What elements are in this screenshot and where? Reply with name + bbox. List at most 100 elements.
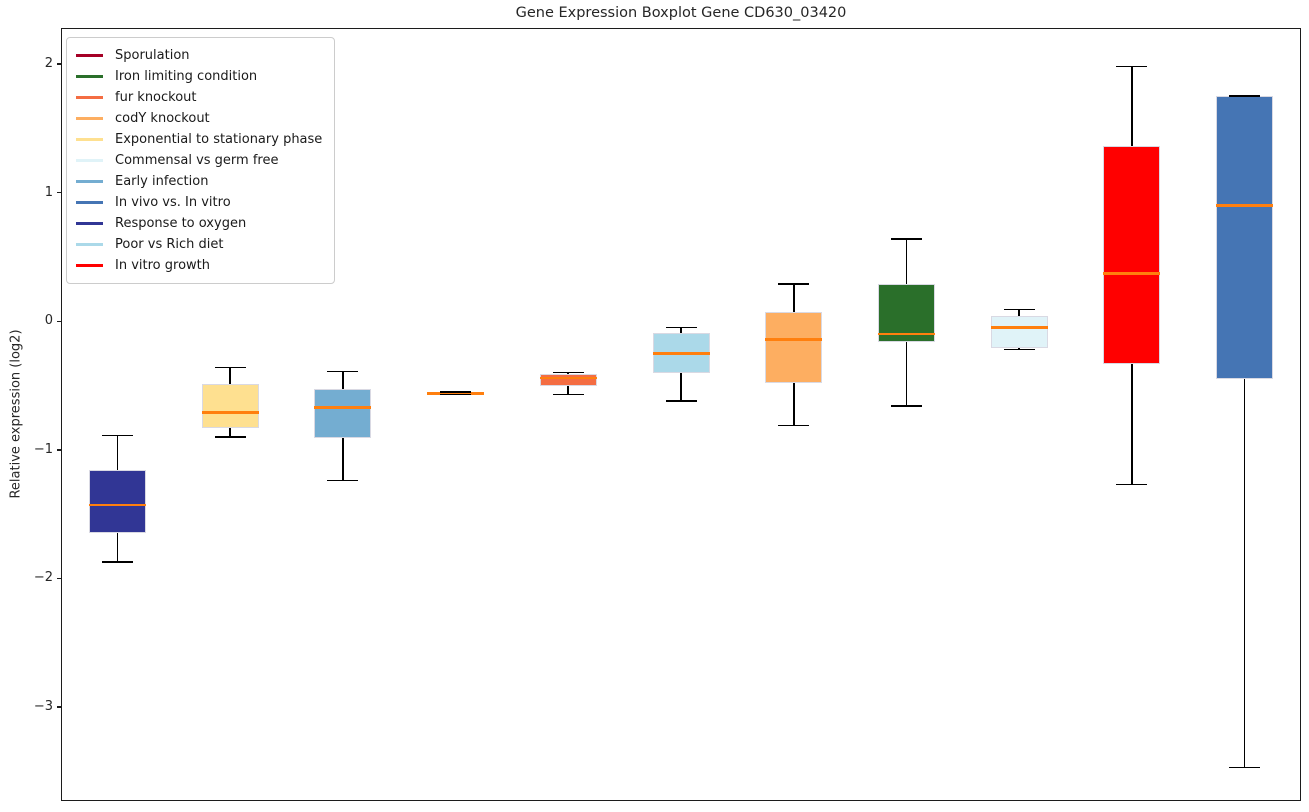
boxplot-cap-upper [440, 391, 472, 393]
legend-entry: Response to oxygen [74, 213, 322, 234]
boxplot-cap-lower [1003, 348, 1035, 351]
y-tick-label: −3 [33, 699, 53, 715]
boxplot-box [1103, 146, 1161, 364]
boxplot-whisker-upper [1018, 309, 1020, 317]
legend-swatch-line [76, 264, 103, 267]
boxplot-cap-upper [101, 434, 133, 437]
legend-entry-label: Response to oxygen [115, 216, 247, 231]
boxplot-whisker-upper [905, 238, 908, 284]
legend-swatch-line [76, 201, 103, 204]
legend-entry-label: In vivo vs. In vitro [115, 195, 231, 210]
legend-entry: codY knockout [74, 108, 322, 129]
boxplot-median [88, 503, 146, 507]
boxplot-box [201, 384, 259, 428]
y-tick-mark [57, 706, 61, 708]
legend-entry-label: fur knockout [115, 90, 197, 105]
boxplot-box [88, 470, 146, 534]
boxplot-whisker-upper [116, 435, 119, 471]
boxplot-box [1216, 96, 1274, 380]
boxplot-box [539, 373, 597, 386]
boxplot-box [990, 316, 1048, 349]
boxplot-whisker-lower [116, 533, 119, 562]
y-tick-mark [57, 577, 61, 580]
chart-title: Gene Expression Boxplot Gene CD630_03420 [515, 5, 847, 21]
legend-entry-label: Iron limiting condition [115, 69, 258, 84]
legend-entry: In vitro growth [74, 255, 322, 276]
boxplot-whisker-lower [680, 372, 682, 401]
boxplot-median [652, 352, 710, 355]
boxplot-cap-upper [552, 371, 584, 374]
legend-entry-label: In vitro growth [115, 258, 210, 273]
legend-entry-label: Poor vs Rich diet [115, 237, 224, 252]
legend-swatch-line [76, 96, 103, 99]
boxplot-cap-lower [440, 393, 472, 396]
boxplot-median [314, 406, 372, 409]
boxplot-whisker-upper [1131, 66, 1133, 147]
legend-swatch-line [76, 222, 103, 225]
boxplot-cap-lower [1229, 766, 1261, 769]
y-tick-mark [57, 191, 61, 194]
boxplot-median [1216, 204, 1274, 207]
y-tick-label: 0 [44, 313, 53, 329]
boxplot-cap-lower [214, 436, 246, 438]
legend-entry-label: codY knockout [115, 111, 210, 126]
boxplot-cap-upper [890, 238, 922, 240]
boxplot-whisker-lower [229, 428, 231, 437]
boxplot-cap-upper [778, 283, 810, 285]
y-tick-label: 1 [44, 184, 53, 200]
boxplot-whisker-upper [229, 367, 231, 385]
boxplot-whisker-lower [1131, 363, 1133, 485]
legend-entry: Sporulation [74, 45, 322, 66]
boxplot-cap-lower [665, 400, 697, 402]
boxplot-median [877, 332, 935, 336]
legend-swatch-line [76, 54, 103, 57]
y-tick-mark [57, 320, 61, 322]
boxplot-whisker-upper [342, 371, 344, 390]
boxplot-cap-lower [890, 405, 922, 407]
y-tick-label: 2 [44, 56, 53, 71]
boxplot-median [539, 376, 597, 380]
legend-swatch-line [76, 75, 103, 78]
boxplot-cap-upper [665, 326, 697, 329]
boxplot-cap-lower [778, 424, 810, 427]
legend-entry-label: Early infection [115, 174, 209, 189]
boxplot-whisker-lower [792, 382, 795, 426]
y-tick-label: −1 [33, 441, 53, 457]
boxplot-box [314, 389, 372, 439]
legend-entry-label: Commensal vs germ free [115, 153, 279, 168]
legend-entry: Exponential to stationary phase [74, 129, 322, 150]
boxplot-whisker-lower [342, 438, 344, 481]
legend-entry: Poor vs Rich diet [74, 234, 322, 255]
boxplot-whisker-lower [1243, 379, 1246, 768]
legend-swatch-line [76, 138, 103, 141]
legend-swatch-line [76, 180, 103, 183]
boxplot-median [765, 338, 823, 341]
boxplot-cap-upper [327, 370, 359, 373]
boxplot-cap-lower [101, 561, 133, 563]
legend-swatch-line [76, 243, 103, 246]
y-tick-label: −2 [33, 570, 53, 586]
legend-entry: In vivo vs. In vitro [74, 192, 322, 213]
boxplot-cap-upper [214, 366, 246, 369]
legend-entry: Early infection [74, 171, 322, 192]
boxplot-whisker-lower [567, 385, 570, 395]
y-axis-label: Relative expression (log2) [8, 329, 24, 499]
boxplot-cap-lower [1116, 483, 1148, 486]
y-tick-mark [57, 63, 61, 65]
boxplot-cap-upper [1003, 308, 1035, 311]
boxplot-cap-lower [552, 393, 584, 396]
y-tick-mark [57, 449, 61, 451]
legend-entry-label: Sporulation [115, 48, 190, 63]
boxplot-whisker-upper [792, 283, 795, 313]
boxplot-median [990, 326, 1048, 329]
boxplot-box [877, 283, 935, 342]
boxplot-median [1103, 272, 1161, 275]
legend-entry: fur knockout [74, 87, 322, 108]
boxplot-whisker-lower [905, 341, 908, 407]
legend-swatch-line [76, 159, 103, 162]
boxplot-whisker-upper [680, 327, 682, 333]
boxplot-median [201, 411, 259, 414]
boxplot-cap-upper [1229, 95, 1261, 97]
